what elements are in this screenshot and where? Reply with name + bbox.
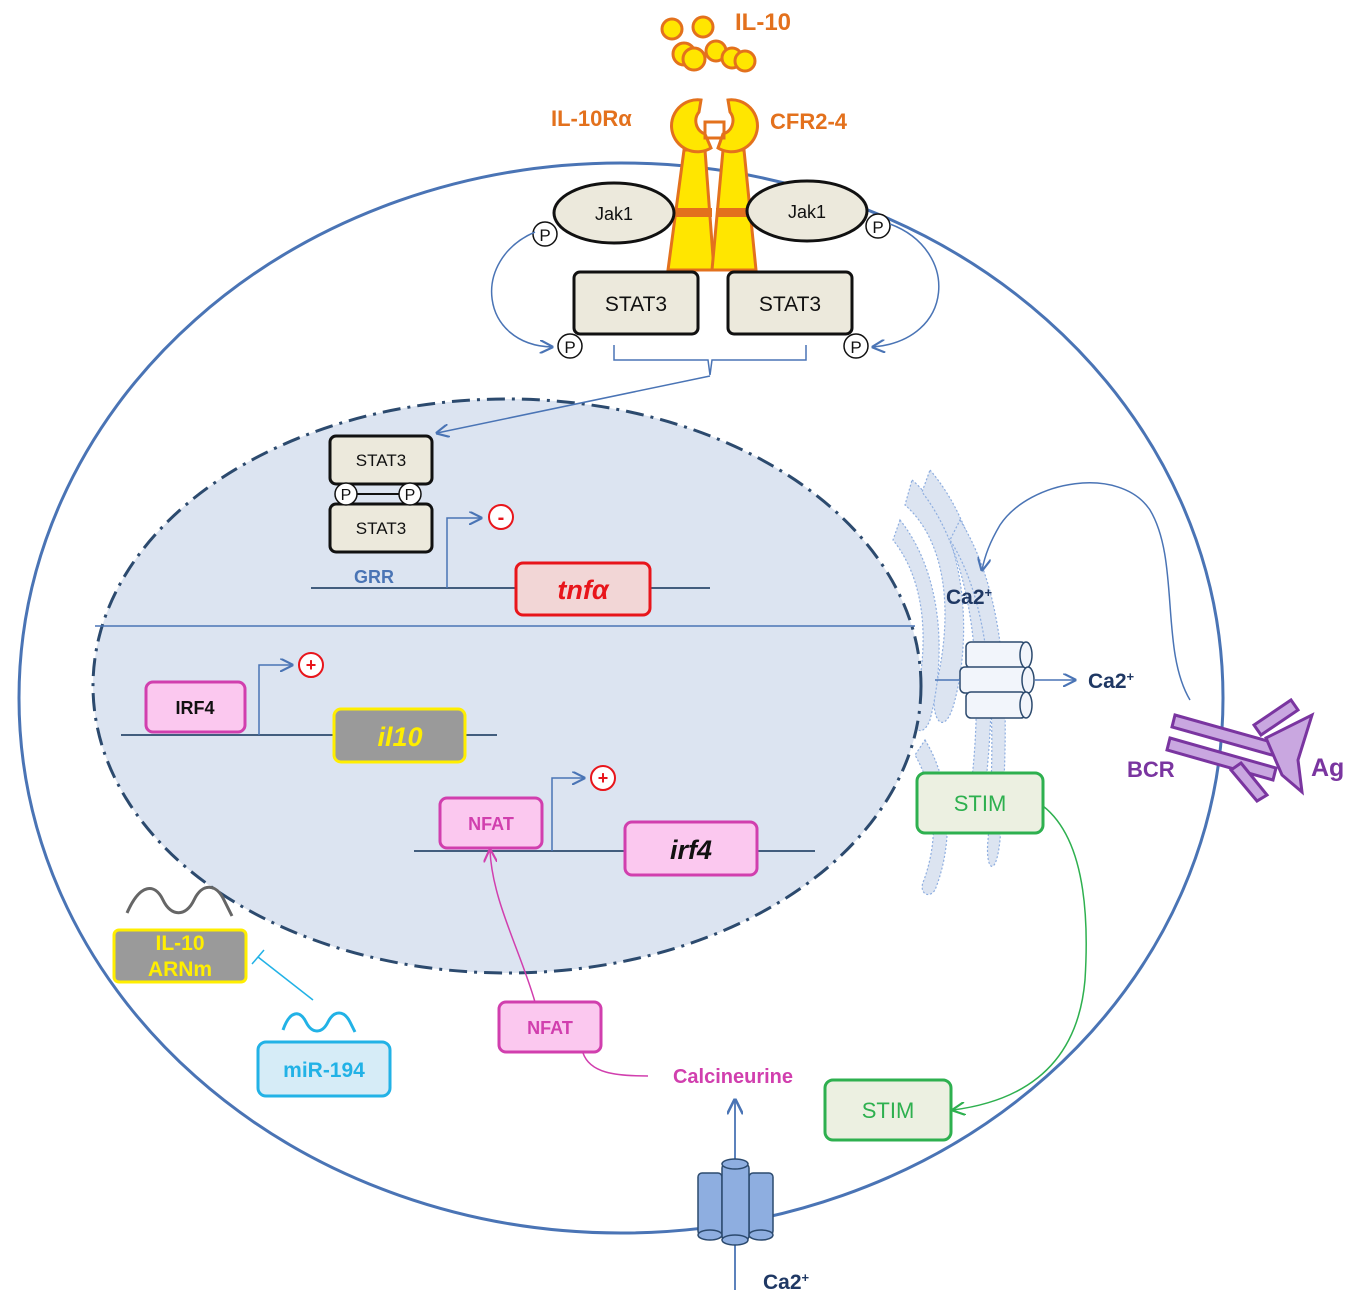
il10-gene-label: il10 xyxy=(377,722,422,752)
tnfa-gene-box xyxy=(514,561,652,617)
irf4-gene-box xyxy=(623,820,759,877)
il10-mrna-box xyxy=(112,928,248,984)
irf4-tf-label: IRF4 xyxy=(175,698,214,718)
il10-activation-icon: + xyxy=(298,652,324,678)
irf4-gene-label: irf4 xyxy=(670,835,712,865)
bcr-to-er-arrow xyxy=(982,482,1191,701)
antigen-label: Ag xyxy=(1311,754,1344,782)
mir194-wave xyxy=(281,1011,357,1033)
irf4-promoter-arrow xyxy=(551,778,584,851)
membrane-calcium-channel xyxy=(697,1158,774,1246)
svg-text:P: P xyxy=(405,487,416,504)
tnfa-promoter-arrow xyxy=(446,518,481,588)
phosphate-stat-left: P xyxy=(557,333,583,359)
er-calcium-channel xyxy=(959,641,1035,719)
il10-mrna-wave xyxy=(125,885,234,917)
cfr2-4-label: CFR2-4 xyxy=(770,109,848,134)
svg-text:P: P xyxy=(850,338,861,357)
calcium-extracellular-label: Ca2+ xyxy=(763,1270,810,1295)
stat3-right-box xyxy=(726,270,854,336)
calcium-er-out-label: Ca2+ xyxy=(1088,669,1135,694)
calcium-er-top-label: Ca2+ xyxy=(946,585,993,610)
stim-er-label: STIM xyxy=(954,791,1007,816)
mir194-inhibition-line xyxy=(257,956,314,1001)
il10-gene-box xyxy=(332,707,467,764)
stat-translocation-arrow xyxy=(437,375,711,433)
calcineurin-label: Calcineurine xyxy=(673,1066,793,1088)
nfat-cytoplasm-box xyxy=(497,1000,603,1054)
svg-text:+: + xyxy=(306,655,317,675)
stat3-dimer-top-box xyxy=(328,434,434,486)
irf4-tf-box xyxy=(144,680,247,734)
stat3-left-box xyxy=(572,270,700,336)
stat3-dimer-top-label: STAT3 xyxy=(356,451,406,470)
bcr-label: BCR xyxy=(1127,757,1175,782)
phosphate-jak-right: P xyxy=(865,213,891,239)
stat-dimer-bracket xyxy=(613,345,807,376)
bcr-receptor xyxy=(1165,697,1301,803)
stat3-dimer-bottom-box xyxy=(328,502,434,554)
mir194-label: miR-194 xyxy=(283,1059,365,1082)
stim-membrane-box xyxy=(823,1078,953,1142)
phosphate-stat-right: P xyxy=(843,333,869,359)
svg-text:P: P xyxy=(539,226,550,245)
antigen-shape xyxy=(1264,712,1315,796)
il10-mrna-line2: ARNm xyxy=(148,958,212,981)
phosphate-jak-left: P xyxy=(532,221,558,247)
svg-text:-: - xyxy=(498,507,505,529)
calcineurin-to-nfat-line xyxy=(582,1052,649,1077)
jak1-right-label: Jak1 xyxy=(788,202,826,222)
il10-mrna-line1: IL-10 xyxy=(155,932,204,955)
svg-text:P: P xyxy=(872,218,883,237)
nfat-nuclear-box xyxy=(438,796,544,850)
il10-ligand xyxy=(660,15,757,73)
il10-promoter-arrow xyxy=(258,665,292,735)
nfat-nuclear-label: NFAT xyxy=(468,814,514,834)
phosphate-dimer-right: P xyxy=(398,482,422,506)
svg-text:P: P xyxy=(341,487,352,504)
jak-to-stat-arrow-left xyxy=(490,231,552,347)
tnfa-repression-icon: - xyxy=(488,504,514,530)
svg-text:+: + xyxy=(598,768,609,788)
stat3-right-label: STAT3 xyxy=(759,293,821,316)
jak1-left-label: Jak1 xyxy=(595,204,633,224)
stim-membrane-label: STIM xyxy=(862,1098,915,1123)
stat3-left-label: STAT3 xyxy=(605,293,667,316)
stat3-dimer-bottom-label: STAT3 xyxy=(356,519,406,538)
tnfa-gene-label: tnfα xyxy=(557,575,609,605)
stim-translocation-arrow xyxy=(953,805,1087,1110)
irf4-activation-icon: + xyxy=(590,765,616,791)
phosphate-dimer-left: P xyxy=(334,482,358,506)
jak1-left xyxy=(552,181,676,245)
cell-membrane xyxy=(17,161,1225,1235)
nfat-cytoplasm-label: NFAT xyxy=(527,1018,573,1038)
il10-receptor-complex xyxy=(666,98,759,272)
svg-text:P: P xyxy=(564,338,575,357)
il10-receptor-alpha-label: IL-10Rα xyxy=(551,106,632,131)
nfat-translocation-arrow xyxy=(490,850,536,1003)
il10-ligand-label: IL-10 xyxy=(735,9,791,36)
jak1-right xyxy=(745,179,869,243)
jak-to-stat-arrow-right xyxy=(873,223,940,347)
stim-er-box xyxy=(915,771,1045,835)
mir194-box xyxy=(256,1040,392,1098)
grr-label: GRR xyxy=(354,567,394,587)
